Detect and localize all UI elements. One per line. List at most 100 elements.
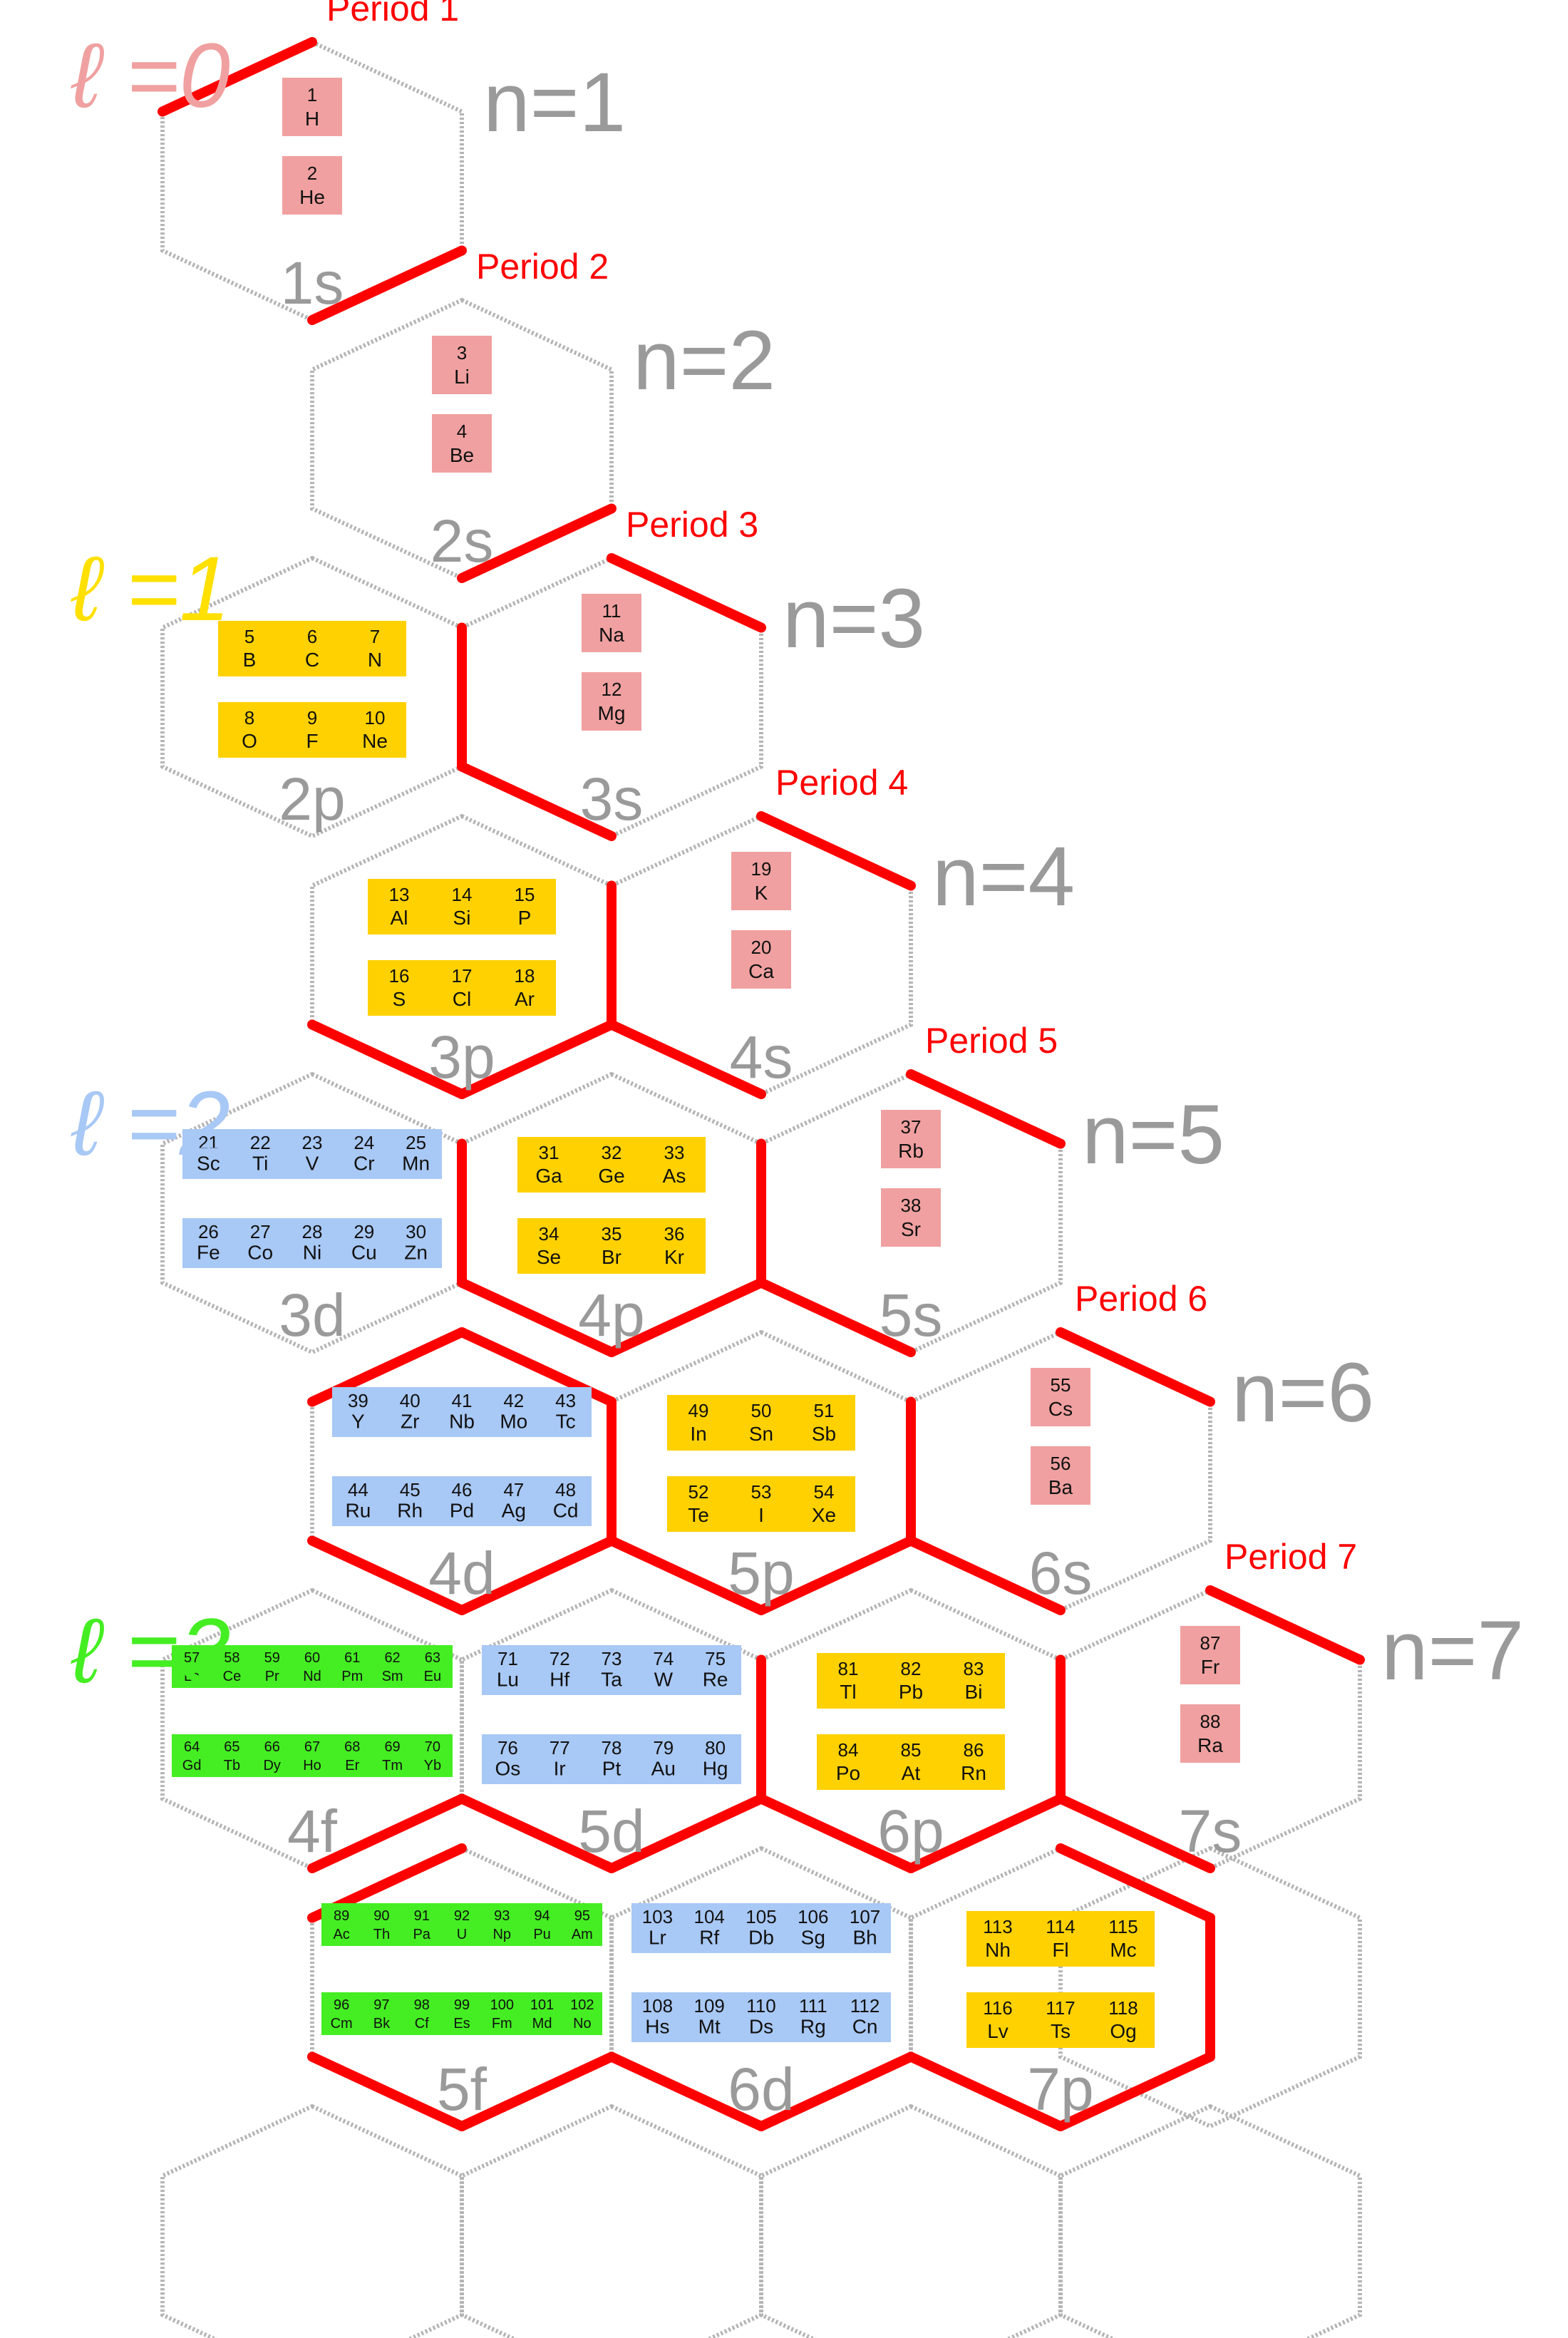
element-strip [282,156,342,215]
element-number: 61 [344,1650,360,1666]
element-symbol: Cs [1048,1398,1073,1420]
element-number: 65 [224,1739,239,1755]
element-symbol: Tl [840,1681,856,1703]
element-number: 99 [454,1997,470,2013]
element-strip [218,621,406,676]
element-strip [517,1137,706,1193]
element-symbol: Pt [602,1757,621,1779]
period-boundary-segment [158,37,317,117]
element-strip [482,1645,741,1695]
element-strip [881,1110,941,1168]
element-number: 30 [406,1221,426,1242]
subshell-label: 7p [1027,2056,1093,2123]
element-symbol: Db [748,1926,774,1948]
period-boundary-segment [607,1793,766,1873]
element-number: 97 [373,1997,389,2013]
element-symbol: Ne [362,730,388,752]
element-symbol: Zr [401,1410,419,1432]
element-strip [332,1476,592,1526]
element-symbol: Cr [354,1152,375,1174]
element-symbol: Pa [413,1927,430,1942]
hexagon-outline [160,2103,464,2338]
element-symbol: Sc [197,1152,220,1174]
element-number: 40 [400,1390,421,1411]
period-boundary-segment [756,1535,916,1615]
element-symbol: Sn [749,1423,773,1445]
element-symbol: Te [688,1504,709,1526]
period-boundary-segment [607,2051,766,2131]
element-number: 101 [530,1997,554,2013]
orbital-l-label: ℓ =2 [71,1073,230,1175]
shell-n-label: n=3 [783,572,925,666]
subshell-label: 6d [728,2056,794,2123]
element-symbol: Ru [346,1499,371,1521]
element-number: 46 [452,1479,473,1500]
element-number: 87 [1200,1632,1221,1654]
element-symbol: Rh [397,1499,423,1521]
element-symbol: Si [453,907,471,929]
element-symbol: Os [495,1757,521,1779]
element-number: 19 [751,858,772,880]
element-symbol: Pm [341,1669,363,1684]
element-number: 72 [550,1648,570,1669]
element-number: 64 [184,1739,200,1755]
element-number: 95 [574,1908,590,1924]
period-boundary-segment [756,2051,916,2131]
period-boundary-segment [906,1793,1066,1873]
element-strip [182,1129,442,1179]
period-boundary-segment [1056,1327,1215,1407]
element-symbol: Th [373,1927,390,1942]
element-symbol: Ir [554,1757,566,1779]
element-symbol: V [306,1152,319,1174]
element-number: 44 [348,1479,368,1500]
element-strip [582,672,641,731]
element-number: 35 [602,1223,622,1245]
element-symbol: Og [1110,2020,1136,2042]
element-symbol: Nb [449,1410,475,1432]
orbital-l-label: ℓ =0 [71,25,230,127]
element-symbol: At [902,1762,921,1784]
period-label: Period 6 [1075,1279,1207,1319]
hexagon-outline [759,2103,1063,2338]
period-boundary-segment [457,1277,617,1357]
element-number: 9 [307,707,317,728]
element-strip [817,1734,1005,1790]
element-number: 57 [184,1650,200,1666]
element-number: 106 [798,1906,828,1927]
element-symbol: Ba [1048,1476,1073,1498]
element-number: 80 [705,1737,726,1758]
period-boundary-segment [1056,2051,1215,2131]
element-symbol: Lr [649,1926,666,1948]
element-symbol: Sm [382,1669,403,1684]
element-number: 114 [1046,1916,1075,1937]
element-number: 93 [494,1908,510,1924]
element-number: 109 [694,1995,725,2017]
element-symbol: Ga [535,1165,562,1187]
element-number: 45 [400,1479,421,1500]
element-number: 113 [983,1916,1012,1937]
subshell-label: 6p [877,1798,944,1865]
element-strip [1031,1446,1090,1505]
element-symbol: Cl [453,988,471,1010]
element-strip [881,1188,941,1247]
subshell-label: 6s [1029,1540,1093,1607]
subshell-label: 5f [437,2056,488,2123]
element-number: 17 [452,965,473,987]
element-symbol: Lv [987,2020,1009,2042]
element-symbol: Mc [1110,1939,1136,1961]
element-number: 79 [653,1737,674,1758]
element-number: 18 [515,965,535,987]
period-label: Period 2 [476,247,609,287]
element-strip [432,336,492,394]
element-number: 28 [302,1221,323,1242]
element-number: 38 [901,1195,922,1216]
subshell-label: 3p [428,1024,495,1091]
element-symbol: Po [836,1762,860,1784]
period-label: Period 5 [925,1021,1058,1061]
subshell-label: 3s [580,766,644,833]
element-symbol: Y [351,1410,365,1432]
